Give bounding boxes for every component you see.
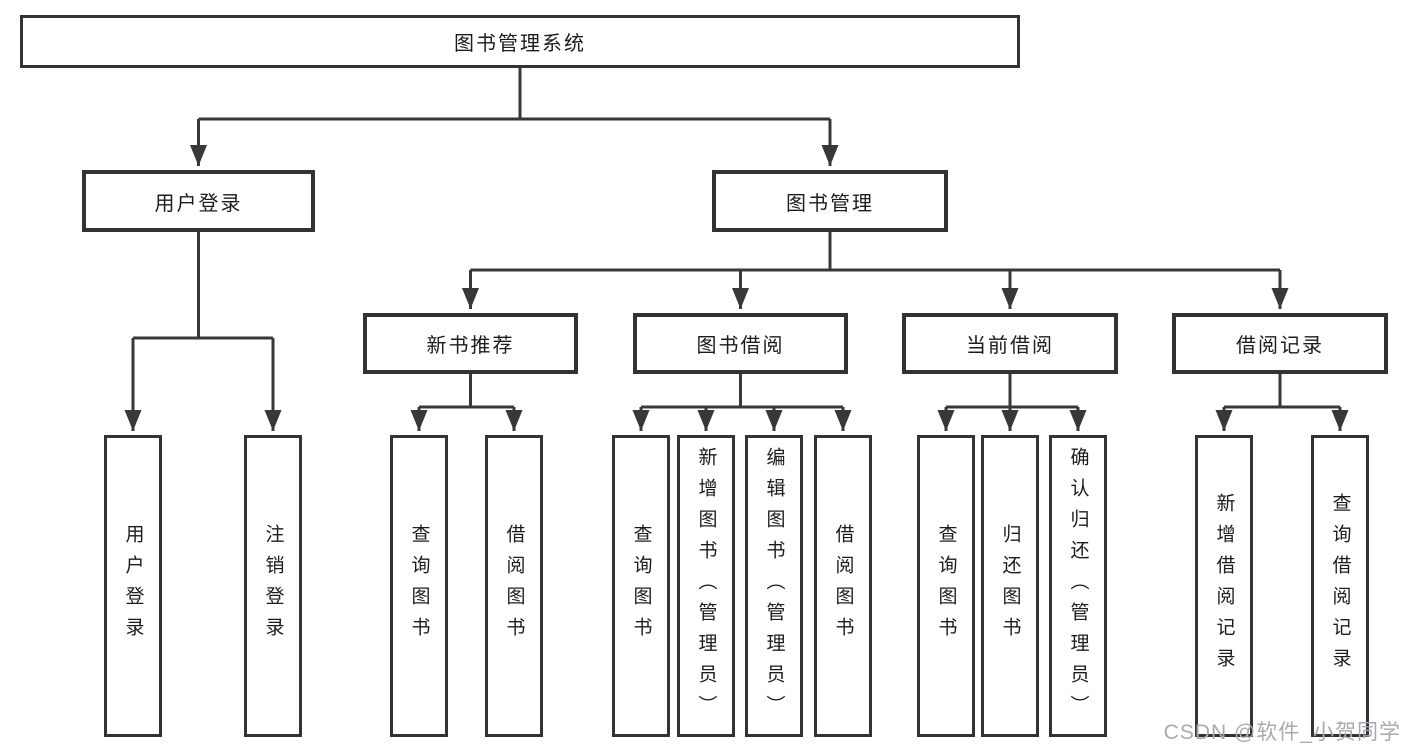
node-borrowing-records-label: 借阅记录 [1236, 335, 1324, 357]
node-book-management: 图书管理 [712, 170, 948, 232]
leaf-logout: 注销登录 [244, 435, 302, 737]
node-root: 图书管理系统 [20, 15, 1020, 68]
connector-user-login-to-leaves [124, 232, 282, 431]
leaf-recommend-borrow-books: 借阅图书 [485, 435, 543, 737]
node-user-login-label: 用户登录 [154, 192, 243, 215]
leaf-current-query-books-label: 查询图书 [935, 524, 957, 648]
node-book-borrowing-label: 图书借阅 [696, 335, 785, 357]
connector-book-management-to-level3 [462, 232, 1289, 309]
connector-current-borrowing-to-leaves [937, 374, 1087, 431]
leaf-add-book-admin: 新增图书（管理员） [677, 435, 735, 737]
connector-new-book-recommend-to-leaves [410, 374, 523, 431]
node-root-label: 图书管理系统 [454, 33, 586, 55]
connector-book-borrowing-to-leaves [632, 374, 852, 431]
node-book-borrowing: 图书借阅 [633, 313, 848, 374]
node-book-management-label: 图书管理 [786, 192, 874, 215]
leaf-confirm-return-admin-label: 确认归还（管理员） [1067, 446, 1089, 726]
node-new-book-recommend-label: 新书推荐 [426, 335, 515, 357]
leaf-recommend-query-books-label: 查询图书 [408, 524, 430, 648]
leaf-recommend-borrow-books-label: 借阅图书 [503, 524, 525, 648]
node-current-borrowing: 当前借阅 [902, 313, 1118, 374]
leaf-borrowing-query-books-label: 查询图书 [630, 524, 652, 648]
node-new-book-recommend: 新书推荐 [363, 313, 578, 374]
leaf-borrowing-borrow-books-label: 借阅图书 [832, 524, 854, 648]
leaf-query-borrow-record: 查询借阅记录 [1311, 435, 1369, 737]
csdn-watermark: CSDN @软件_小贺同学 [1163, 721, 1401, 744]
node-borrowing-records: 借阅记录 [1172, 313, 1388, 374]
leaf-user-login: 用户登录 [104, 435, 162, 737]
leaf-add-book-admin-label: 新增图书（管理员） [695, 446, 717, 726]
leaf-add-borrow-record-label: 新增借阅记录 [1213, 493, 1235, 679]
leaf-logout-label: 注销登录 [262, 524, 284, 648]
leaf-current-query-books: 查询图书 [917, 435, 975, 737]
leaf-borrowing-borrow-books: 借阅图书 [814, 435, 872, 737]
connector-borrowing-records-to-leaves [1215, 374, 1349, 431]
connector-root-to-level2 [190, 68, 839, 166]
leaf-return-books-label: 归还图书 [999, 524, 1021, 648]
leaf-return-books: 归还图书 [981, 435, 1039, 737]
node-user-login: 用户登录 [82, 170, 315, 232]
leaf-confirm-return-admin: 确认归还（管理员） [1049, 435, 1107, 737]
leaf-recommend-query-books: 查询图书 [390, 435, 448, 737]
leaf-edit-book-admin-label: 编辑图书（管理员） [763, 446, 785, 726]
leaf-user-login-label: 用户登录 [122, 524, 144, 648]
leaf-add-borrow-record: 新增借阅记录 [1195, 435, 1253, 737]
leaf-query-borrow-record-label: 查询借阅记录 [1329, 493, 1351, 679]
node-current-borrowing-label: 当前借阅 [966, 335, 1054, 357]
leaf-borrowing-query-books: 查询图书 [612, 435, 670, 737]
leaf-edit-book-admin: 编辑图书（管理员） [745, 435, 803, 737]
